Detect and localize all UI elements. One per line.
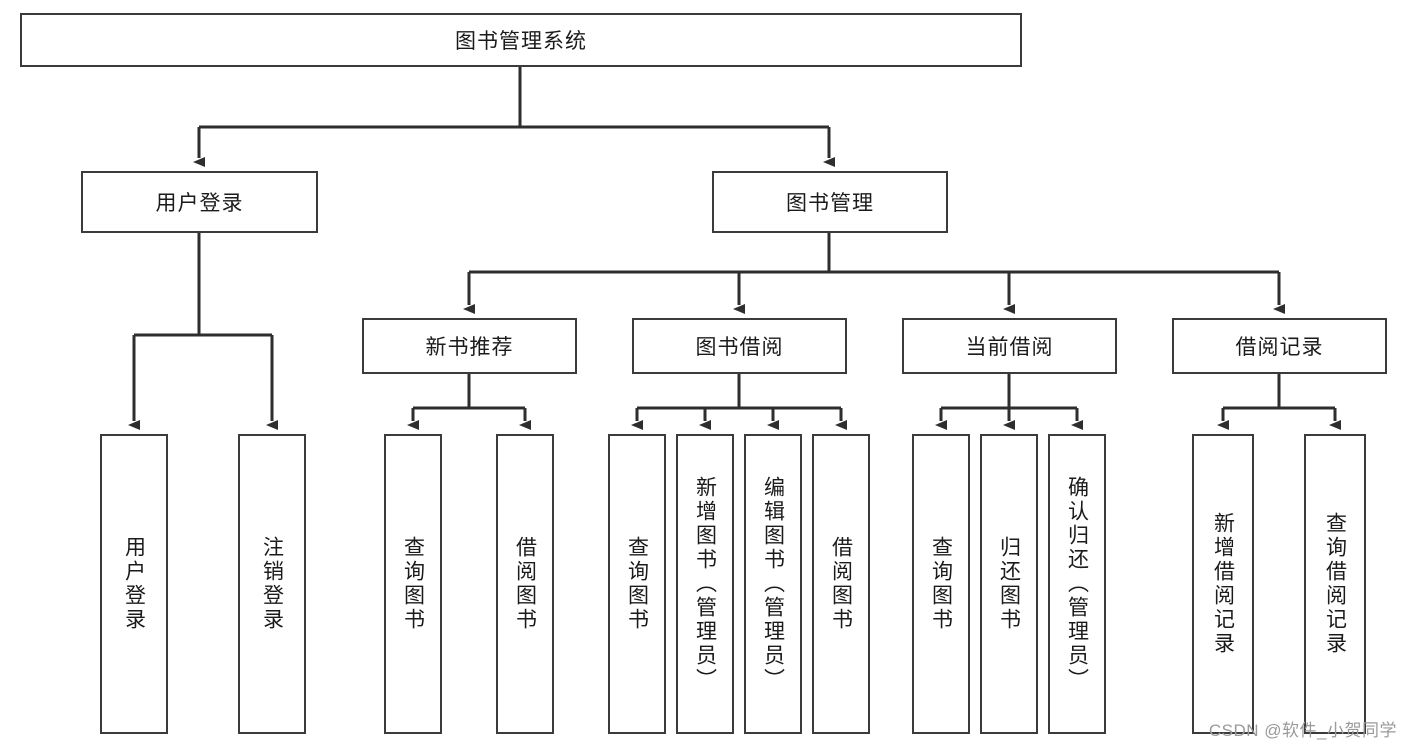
leaf-return-book[interactable]: 归还图书 (980, 434, 1038, 734)
leaf-logout-login[interactable]: 注销登录 (238, 434, 306, 734)
leaf-label: 新增借阅记录 (1211, 512, 1235, 656)
leaf-label: 借阅图书 (829, 536, 853, 632)
leaf-edit-book[interactable]: 编辑图书（管理员） (744, 434, 802, 734)
leaf-borrow-book-recommend[interactable]: 借阅图书 (496, 434, 554, 734)
node-book-management[interactable]: 图书管理 (712, 171, 948, 233)
leaf-query-book-current[interactable]: 查询图书 (912, 434, 970, 734)
leaf-add-borrow-record[interactable]: 新增借阅记录 (1192, 434, 1254, 734)
leaf-label: 查询图书 (625, 536, 649, 632)
leaf-label: 编辑图书（管理员） (761, 476, 785, 692)
node-new-book-recommend[interactable]: 新书推荐 (362, 318, 577, 374)
leaf-label: 借阅图书 (513, 536, 537, 632)
leaf-query-book-borrow[interactable]: 查询图书 (608, 434, 666, 734)
leaf-label: 查询借阅记录 (1323, 512, 1347, 656)
leaf-query-book-recommend[interactable]: 查询图书 (384, 434, 442, 734)
leaf-add-book[interactable]: 新增图书（管理员） (676, 434, 734, 734)
leaf-borrow-book[interactable]: 借阅图书 (812, 434, 870, 734)
leaf-label: 查询图书 (929, 536, 953, 632)
node-current-borrow[interactable]: 当前借阅 (902, 318, 1117, 374)
node-borrow-record[interactable]: 借阅记录 (1172, 318, 1387, 374)
leaf-label: 注销登录 (260, 536, 284, 632)
leaf-confirm-return[interactable]: 确认归还（管理员） (1048, 434, 1106, 734)
leaf-user-login[interactable]: 用户登录 (100, 434, 168, 734)
leaf-label: 归还图书 (997, 536, 1021, 632)
node-root-system[interactable]: 图书管理系统 (20, 13, 1022, 67)
leaf-label: 新增图书（管理员） (693, 476, 717, 692)
leaf-label: 查询图书 (401, 536, 425, 632)
leaf-label: 确认归还（管理员） (1065, 476, 1089, 692)
leaf-query-borrow-record[interactable]: 查询借阅记录 (1304, 434, 1366, 734)
leaf-label: 用户登录 (122, 536, 146, 632)
node-user-login[interactable]: 用户登录 (81, 171, 318, 233)
node-book-borrow[interactable]: 图书借阅 (632, 318, 847, 374)
watermark-text: CSDN @软件_小贺同学 (1208, 721, 1397, 740)
